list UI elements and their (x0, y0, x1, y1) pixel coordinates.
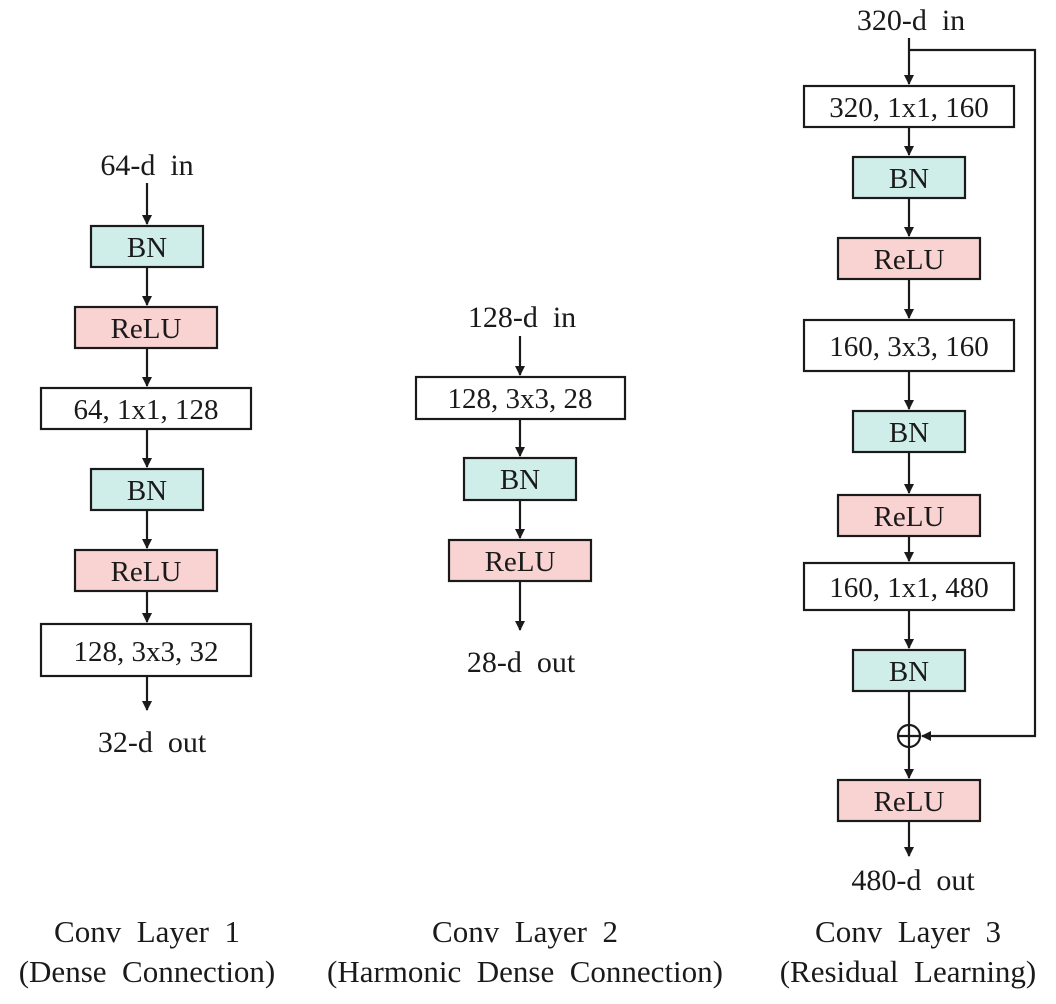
bn-block-label: BN (889, 417, 929, 449)
conv-layer-2-column: 128-d in 128, 3x3, 28 BN ReLU 28-d out (414, 301, 627, 679)
relu-block (447, 538, 593, 583)
conv-block (802, 84, 1016, 129)
conv-layer-1-column: 64-d in BN ReLU 64, 1x1, 128 BN ReLU 128… (39, 149, 253, 759)
bn-block (462, 456, 578, 502)
relu-block (73, 305, 219, 350)
relu-block-label: ReLU (485, 546, 556, 578)
conv-block-label: 320, 1x1, 160 (829, 92, 989, 124)
conv-block-label: 160, 3x3, 160 (829, 331, 989, 363)
conv-block-label: 128, 3x3, 32 (74, 636, 219, 668)
conv-block (414, 375, 627, 421)
column-1-input-label: 64-d in (100, 149, 193, 182)
relu-block (73, 548, 219, 593)
bn-block (851, 648, 967, 693)
add-icon (896, 723, 922, 749)
bn-block-label: BN (889, 656, 929, 688)
column-2-caption-title: Conv Layer 2 (432, 914, 618, 949)
column-3-output-label: 480-d out (851, 864, 975, 897)
column-3-input-label: 320-d in (857, 4, 965, 37)
conv-block (39, 386, 253, 431)
column-2-output-label: 28-d out (467, 646, 576, 679)
relu-block (836, 493, 982, 538)
bn-block-label: BN (127, 232, 167, 264)
relu-block (836, 236, 982, 281)
column-2-input-label: 128-d in (468, 301, 576, 334)
relu-block-label: ReLU (874, 501, 945, 533)
captions: Conv Layer 1 (Dense Connection) Conv Lay… (19, 914, 1037, 989)
conv-block-label: 128, 3x3, 28 (448, 383, 593, 415)
skip-connection (909, 48, 1037, 741)
bn-block (851, 155, 967, 200)
relu-block-label: ReLU (111, 556, 182, 588)
column-3-caption-title: Conv Layer 3 (815, 914, 1001, 949)
column-2-caption-subtitle: (Harmonic Dense Connection) (327, 954, 723, 989)
relu-block-label: ReLU (874, 244, 945, 276)
conv-block-label: 160, 1x1, 480 (829, 572, 989, 604)
bn-block-label: BN (889, 163, 929, 195)
bn-block-label: BN (127, 475, 167, 507)
column-3-caption-subtitle: (Residual Learning) (780, 954, 1037, 989)
column-1-caption-title: Conv Layer 1 (54, 914, 240, 949)
bn-block-label: BN (500, 464, 540, 496)
conv-block-label: 64, 1x1, 128 (74, 394, 219, 426)
conv-block (39, 622, 253, 678)
conv-block (802, 561, 1016, 612)
column-1-output-label: 32-d out (98, 726, 207, 759)
conv-layer-3-column: 320-d in 320, 1x1, 160 BN ReLU 160, 3x3,… (802, 4, 1037, 897)
column-1-caption-subtitle: (Dense Connection) (19, 954, 276, 989)
bn-block (851, 409, 967, 454)
relu-block-label: ReLU (874, 786, 945, 818)
relu-block-label: ReLU (111, 313, 182, 345)
